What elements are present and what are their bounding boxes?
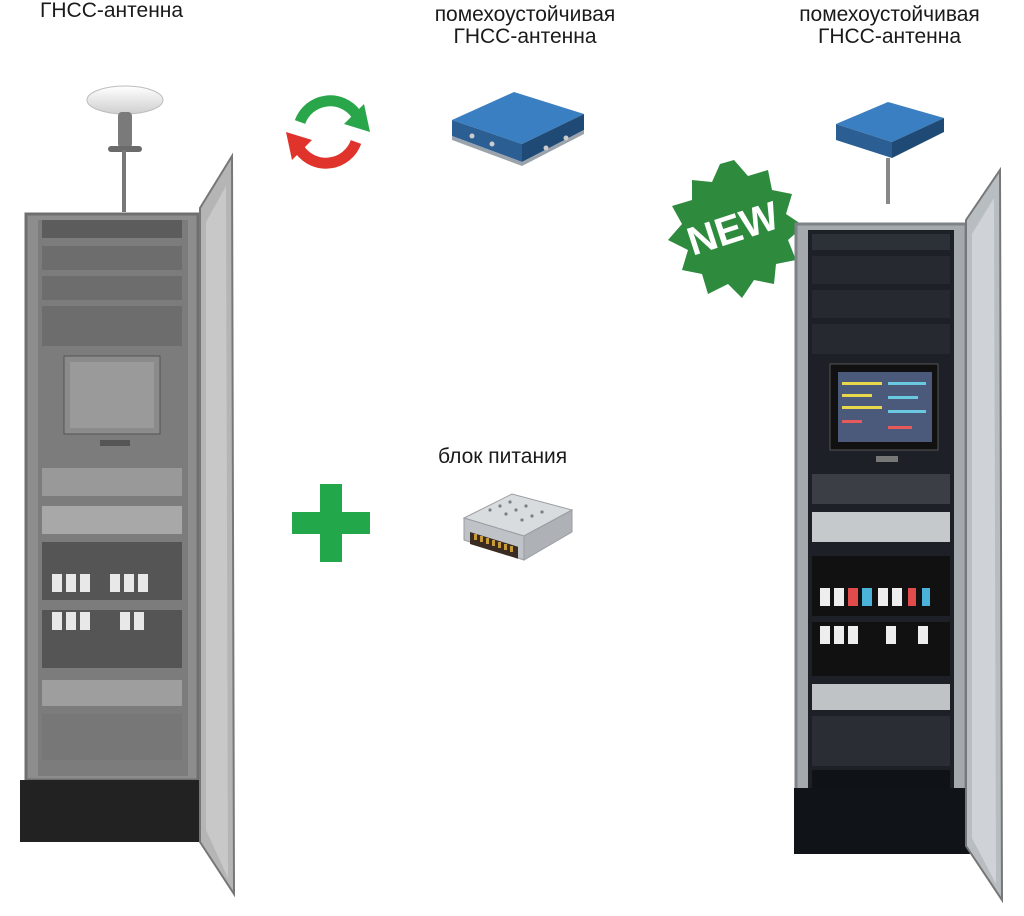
label-interference-antenna: помехоустойчивая ГНСС-антенна xyxy=(410,4,640,48)
blue-antenna-icon xyxy=(452,92,584,166)
label-interference-line2: ГНСС-антенна xyxy=(453,25,597,48)
power-supply-icon xyxy=(462,493,574,561)
label-interference-line1: помехоустойчивая xyxy=(434,3,616,26)
label-power-supply-text: блок питания xyxy=(438,445,568,468)
cabinet-old xyxy=(20,152,236,898)
mushroom-antenna-icon xyxy=(86,85,164,212)
label-gnss-antenna: ГНСС-антенна xyxy=(40,0,183,22)
plus-icon xyxy=(292,484,370,562)
label-interference-antenna-right: помехоустойчивая ГНСС-антенна xyxy=(777,4,1002,48)
label-gnss-antenna-text: ГНСС-антенна xyxy=(40,0,184,22)
swap-arrows-icon xyxy=(286,95,370,169)
blue-antenna-right-icon xyxy=(836,102,944,204)
new-badge-icon: NEW xyxy=(668,160,804,298)
label-interference-right-line1: помехоустойчивая xyxy=(799,3,980,26)
label-interference-right-line2: ГНСС-антенна xyxy=(817,25,962,48)
label-power-supply: блок питания xyxy=(438,446,567,468)
cabinet-new xyxy=(794,166,1004,904)
